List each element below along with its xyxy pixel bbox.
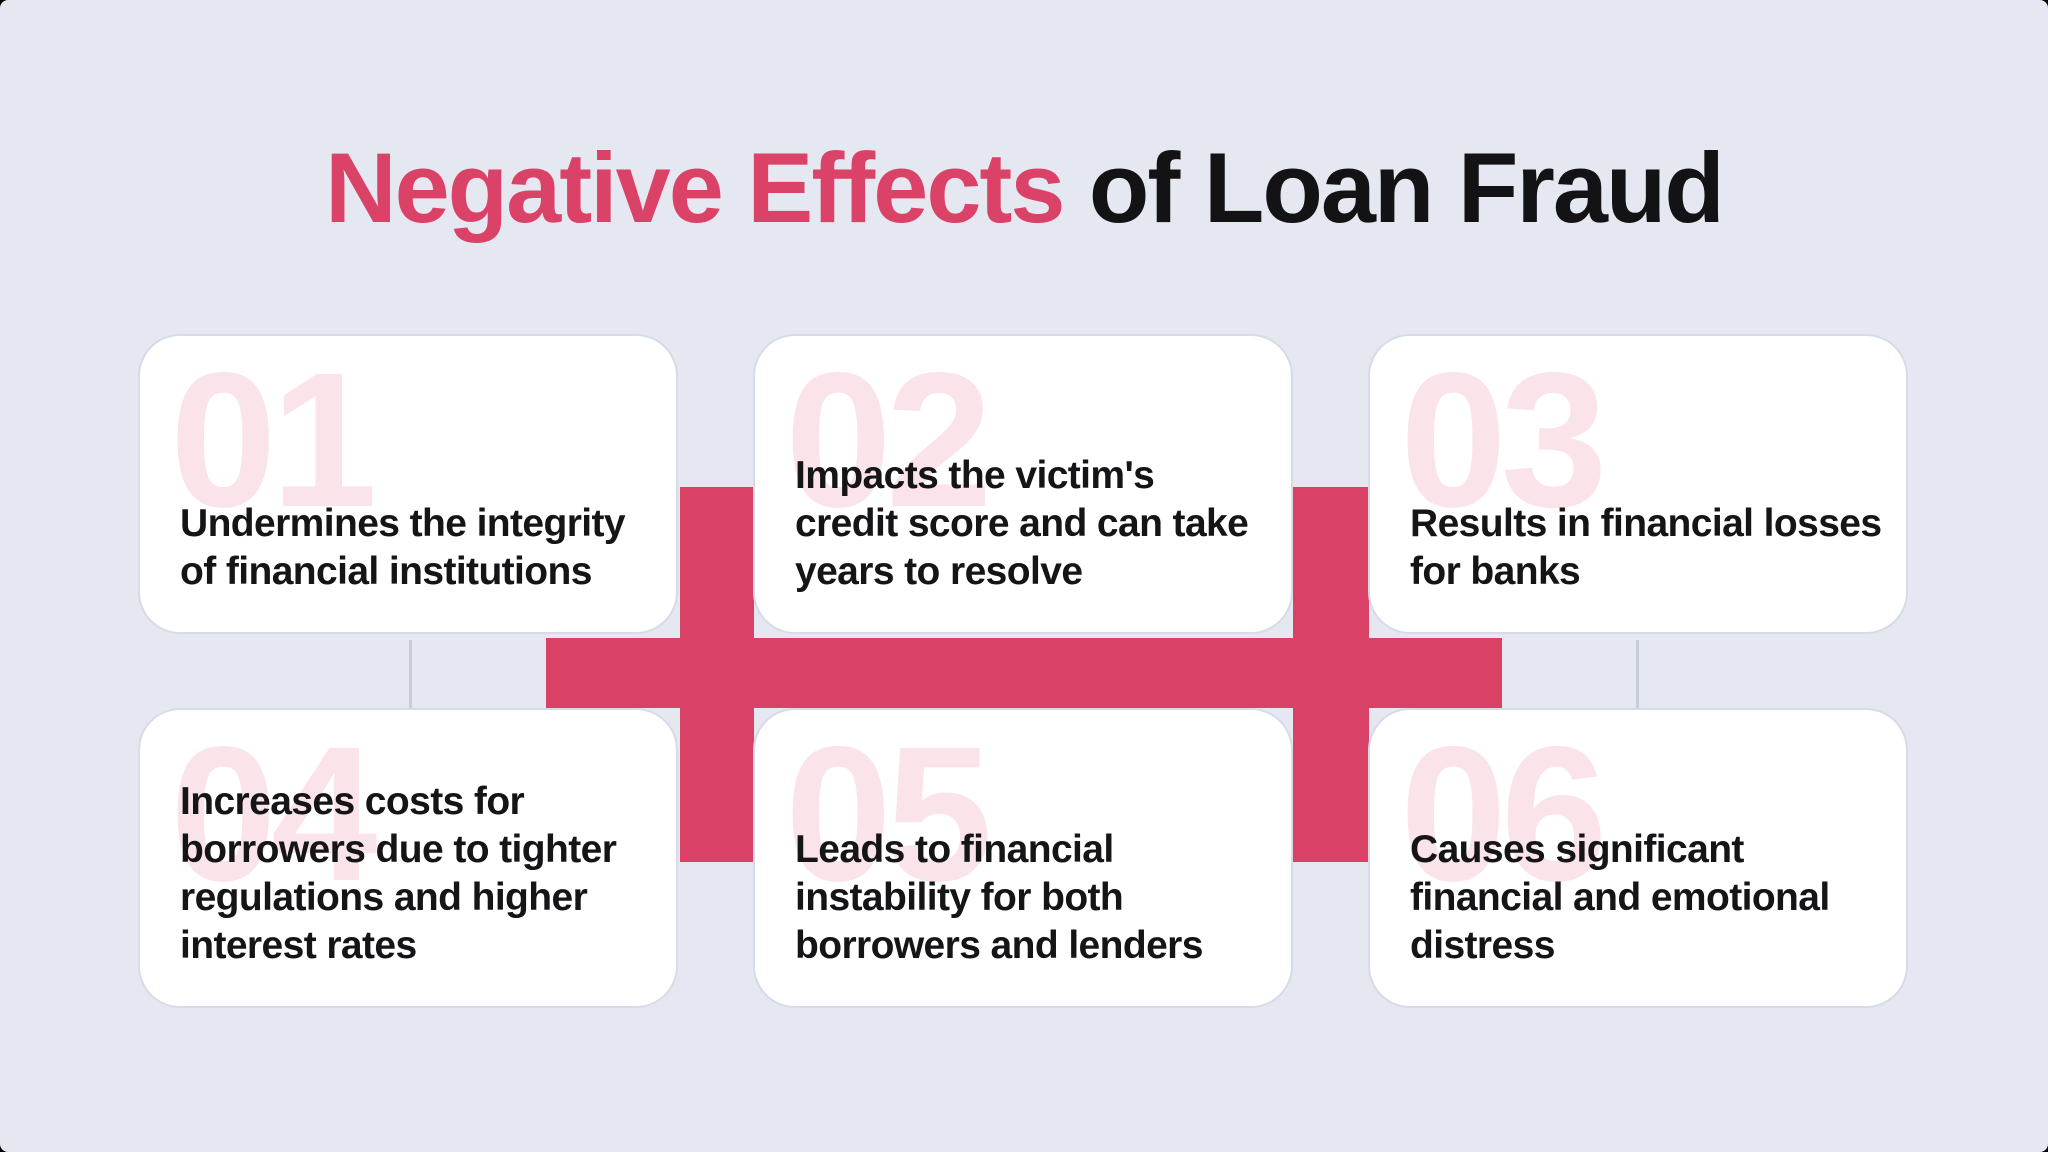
card-number: 01 bbox=[170, 334, 378, 547]
effect-card-1: 01 Undermines the integrity of financial… bbox=[138, 334, 678, 634]
card-text: Undermines the integrity of financial in… bbox=[180, 502, 626, 593]
title-rest: of Loan Fraud bbox=[1063, 132, 1725, 243]
card-number: 03 bbox=[1400, 334, 1608, 547]
card-number: 05 bbox=[785, 708, 993, 921]
card-text: Leads to financial instability for both … bbox=[795, 828, 1203, 967]
card-number: 06 bbox=[1400, 708, 1608, 921]
effect-card-3: 03 Results in financial losses for banks bbox=[1368, 334, 1908, 634]
connector-band-vertical-right bbox=[1293, 487, 1369, 862]
card-text: Impacts the victim's credit score and ca… bbox=[795, 454, 1249, 593]
card-number: 02 bbox=[785, 334, 993, 547]
connector-line-left bbox=[409, 640, 412, 708]
card-text: Causes significant financial and emotion… bbox=[1410, 828, 1830, 967]
effect-card-6: 06 Causes significant financial and emot… bbox=[1368, 708, 1908, 1008]
connector-line-right bbox=[1636, 640, 1639, 708]
title-accent: Negative Effects bbox=[325, 132, 1065, 243]
effect-card-5: 05 Leads to financial instability for bo… bbox=[753, 708, 1293, 1008]
card-text: Increases costs for borrowers due to tig… bbox=[180, 780, 617, 967]
card-number: 04 bbox=[170, 708, 378, 921]
effect-card-2: 02 Impacts the victim's credit score and… bbox=[753, 334, 1293, 634]
page-title: Negative Effects of Loan Fraud bbox=[0, 128, 2048, 248]
card-text: Results in financial losses for banks bbox=[1410, 502, 1882, 593]
effect-card-4: 04 Increases costs for borrowers due to … bbox=[138, 708, 678, 1008]
connector-band-vertical-left bbox=[680, 487, 754, 862]
